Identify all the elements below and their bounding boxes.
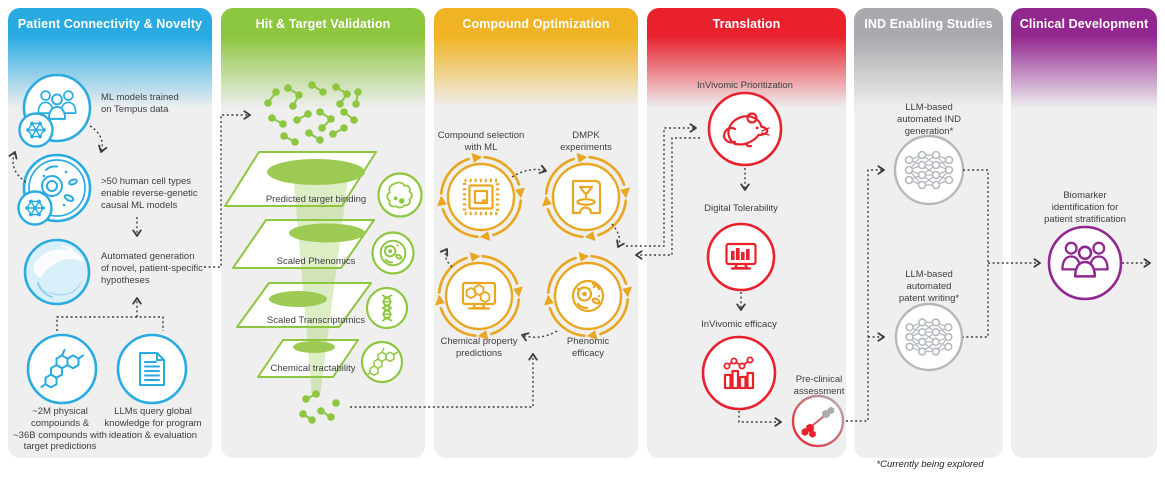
column-title: Hit & Target Validation xyxy=(255,17,391,31)
column-compound-optimization: Compound Optimization xyxy=(434,8,638,458)
column-translation: Translation xyxy=(647,8,846,458)
column-header: Compound Optimization xyxy=(434,8,638,108)
column-header: IND Enabling Studies xyxy=(854,8,1003,108)
column-hit-target-validation: Hit & Target Validation xyxy=(221,8,425,458)
column-header: Patient Connectivity & Novelty xyxy=(8,8,212,108)
footnote: *Currently being explored xyxy=(876,459,984,470)
column-patient-connectivity: Patient Connectivity & Novelty xyxy=(8,8,212,458)
column-ind-enabling: IND Enabling Studies xyxy=(854,8,1003,458)
column-title: Patient Connectivity & Novelty xyxy=(17,17,203,31)
column-title: Translation xyxy=(712,17,781,31)
column-title: Clinical Development xyxy=(1019,17,1149,31)
column-title: IND Enabling Studies xyxy=(864,17,993,31)
column-header: Translation xyxy=(647,8,846,108)
column-clinical-development: Clinical Development xyxy=(1011,8,1157,458)
column-header: Hit & Target Validation xyxy=(221,8,425,108)
column-title: Compound Optimization xyxy=(462,17,610,31)
column-header: Clinical Development xyxy=(1011,8,1157,108)
